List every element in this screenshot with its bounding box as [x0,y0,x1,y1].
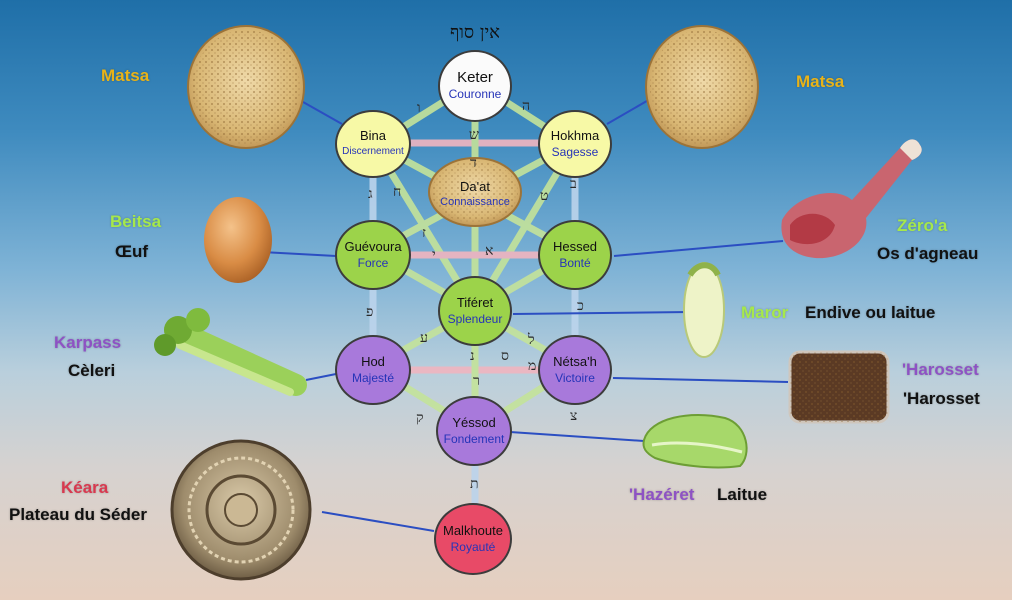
hebrew-letter-het: ח [393,184,402,200]
sefira-guevoura-translation: Force [357,256,389,270]
pointer-zeroa [613,240,784,257]
sefira-netsah-translation: Victoire [555,371,595,385]
sefira-hod: Hod Majesté [335,335,411,405]
sefira-malkhoute-translation: Royauté [450,540,496,554]
pointer-beitsa [261,251,337,257]
sefira-keter-translation: Couronne [448,87,502,101]
sefira-netsah-name: Nétsa'h [553,354,597,369]
label-zeroa-translation: Os d'agneau [877,244,979,263]
sefira-malkhoute: Malkhoute Royauté [434,503,512,575]
hebrew-letter-aleph: א [485,243,494,259]
endive-image [683,262,725,358]
hebrew-letter-mem: מ [528,358,537,374]
hebrew-letter-tsadi: צ [570,408,578,424]
label-karpass: Karpass [54,333,122,352]
pointer-maror [512,311,691,315]
sefira-yessod-name: Yéssod [452,415,496,430]
pointer-karpass [305,373,337,381]
sefira-tiferet-name: Tiféret [456,295,494,310]
sefira-malkhoute-name: Malkhoute [443,523,503,538]
sefira-netsah: Nétsa'h Victoire [538,335,612,405]
label-harosset-translation: 'Harosset [903,389,980,408]
sefira-keter: Keter Couronne [438,50,512,122]
label-beitsa-translation: Œuf [115,242,149,261]
label-harosset: 'Harosset [902,360,979,379]
pointer-lines [261,97,789,532]
lettuce-image [642,414,748,469]
label-hazeret: 'Hazéret [629,485,695,504]
sefira-daat-translation: Connaissance [440,195,510,208]
hebrew-letter-bet: ב [570,176,577,192]
label-maror-translation: Endive ou laitue [805,303,936,322]
hebrew-letter-kaf: כ [577,298,584,314]
matsa-left-image [187,25,305,149]
hebrew-letter-shin: ש [469,127,479,143]
hebrew-letter-tav: ת [470,476,479,492]
sefira-hokhma-name: Hokhma [550,128,600,143]
hebrew-letter-resh: ר [473,373,480,389]
hebrew-letter-tet: ט [540,188,549,204]
pointer-matsa-left [295,97,343,125]
sefira-daat: Da'at Connaissance [428,172,522,216]
sefira-hokhma: Hokhma Sagesse [538,110,612,178]
sefira-guevoura-name: Guévoura [344,239,402,254]
hebrew-letter-ayin: ע [420,330,428,346]
harosset-image [788,350,890,424]
label-keara-translation: Plateau du Séder [9,505,147,524]
sefira-yessod: Yéssod Fondement [436,396,512,466]
sefira-tiferet: Tiféret Splendeur [438,276,512,346]
seder-plate-image [170,439,312,581]
sefira-hod-name: Hod [361,354,385,369]
sefira-bina-translation: Discernement [342,146,404,157]
label-hazeret-translation: Laitue [717,485,768,504]
celery-image [154,308,307,396]
label-maror: Maror [741,303,789,322]
hebrew-letter-lamed: ל [528,332,535,348]
hebrew-letter-yod: י [432,247,436,263]
sefira-hessed-name: Hessed [552,239,598,254]
hebrew-letter-qof: ק [416,410,424,426]
label-keara: Kéara [61,478,109,497]
hebrew-letter-pe: פ [366,304,374,320]
sefira-hod-translation: Majesté [351,371,395,385]
sefira-hessed: Hessed Bonté [538,220,612,290]
pointer-harosset [612,377,789,383]
hebrew-letter-aleph-keter-bina: ו [417,100,421,116]
sefira-bina: Bina Discernement [335,110,411,178]
sefira-daat-name: Da'at [460,178,490,194]
label-beitsa: Beitsa [110,212,162,231]
hebrew-letter-samekh: ס [501,348,509,364]
pointer-keara [321,511,435,532]
sefira-guevoura: Guévoura Force [335,220,411,290]
label-matsa-right: Matsa [796,72,845,91]
label-zeroa: Zéro'a [897,216,948,235]
pointer-matsa-right [606,97,653,125]
sefira-keter-name: Keter [457,69,493,86]
pointer-hazeret [509,431,645,442]
hebrew-letter-nun: נ [470,348,475,364]
sefira-yessod-translation: Fondement [443,432,505,446]
hebrew-letter-dalet: ד [470,155,477,171]
lamb-shank-image [781,139,922,259]
sefira-bina-name: Bina [359,128,387,143]
sefira-hessed-translation: Bonté [559,256,591,270]
egg-image [204,197,272,283]
sefira-hokhma-translation: Sagesse [551,145,599,159]
matsa-right-image [645,25,759,149]
sefira-tiferet-translation: Splendeur [447,312,503,326]
label-karpass-translation: Cèleri [68,361,116,380]
hebrew-letter-he-keter-hokhma: ה [522,98,531,114]
ein-sof-title: אין סוף [449,22,500,43]
hebrew-letter-gimel: ג [368,186,373,202]
daat-matsa-image [428,157,522,227]
label-matsa-left: Matsa [101,66,150,85]
hebrew-letter-zayin: ז [422,225,426,241]
